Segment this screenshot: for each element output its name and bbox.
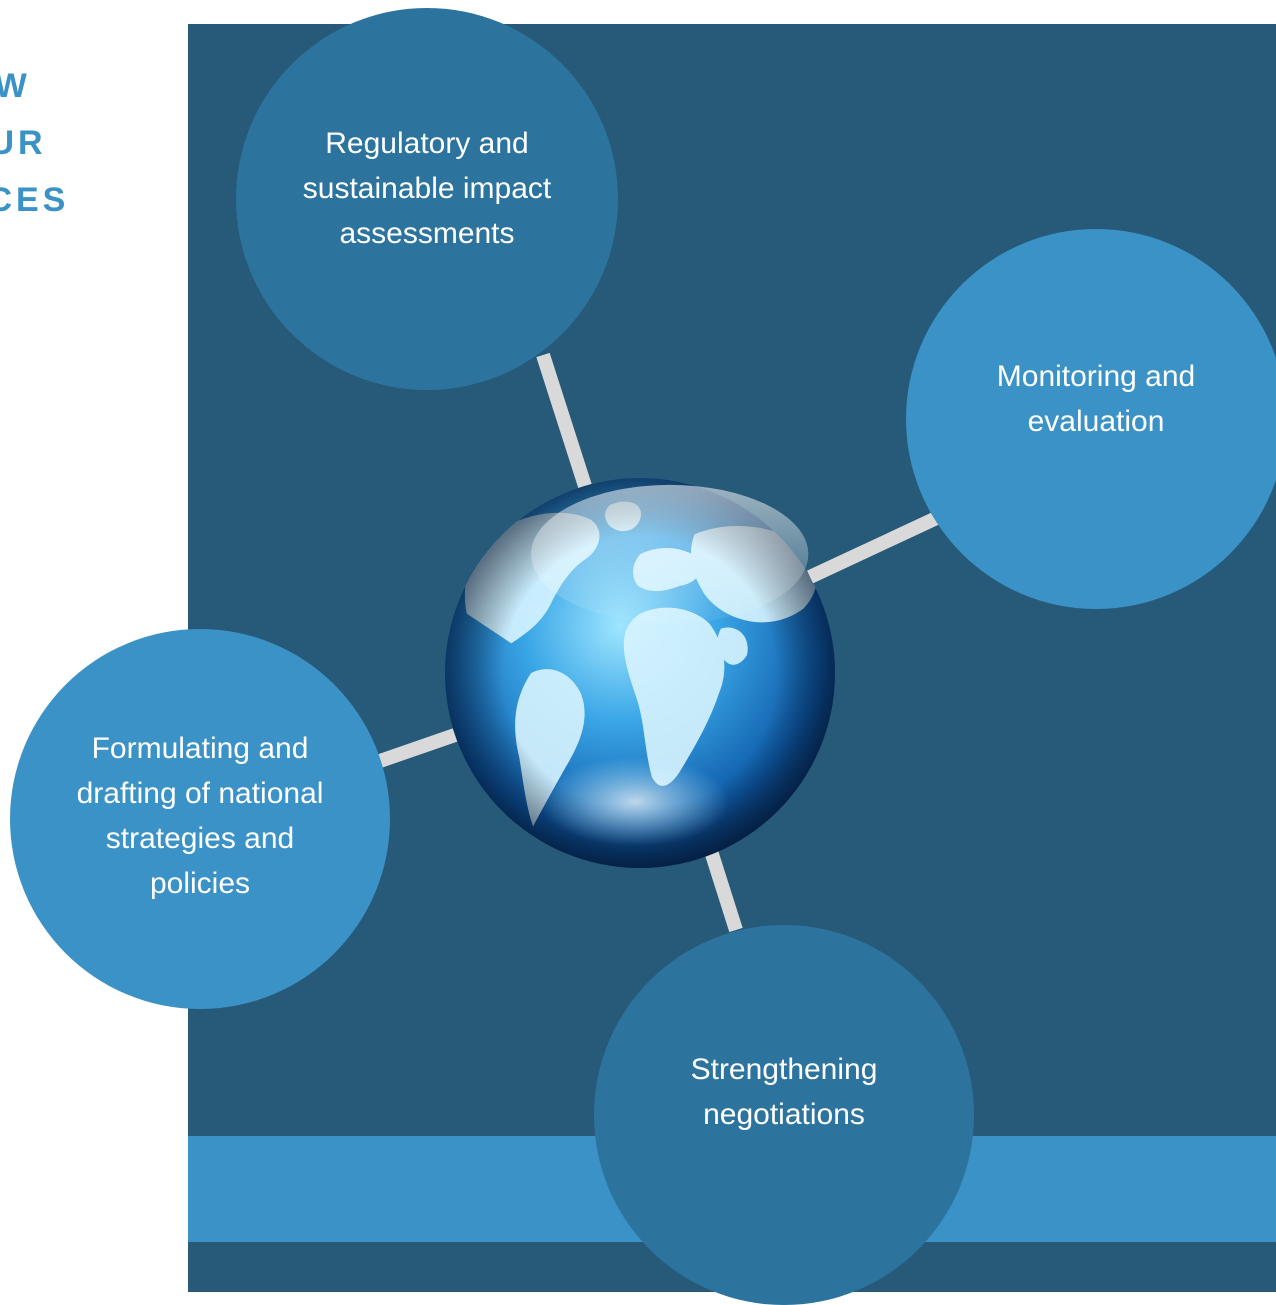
- globe-icon: [444, 477, 836, 869]
- node-label: Strengthening negotiations: [690, 1052, 878, 1131]
- section-heading: VIEW OUR ICES: [0, 58, 180, 229]
- connector-right: [807, 507, 948, 584]
- connector-top: [536, 352, 592, 489]
- heading-line-3: ICES: [0, 181, 70, 219]
- service-node-negotiations: Strengthening negotiations: [594, 925, 974, 1305]
- node-label: Regulatory and sustainable impact assess…: [302, 126, 552, 250]
- heading-line-2: OUR: [0, 124, 47, 162]
- node-label: Monitoring and evaluation: [996, 360, 1196, 438]
- service-node-strategies: Formulating and drafting of national str…: [10, 629, 390, 1009]
- heading-line-1: VIEW: [0, 67, 31, 105]
- connector-left: [377, 728, 458, 768]
- connector-bottom: [703, 845, 743, 933]
- node-label: Formulating and drafting of national str…: [76, 732, 324, 900]
- service-node-monitoring: Monitoring and evaluation: [906, 229, 1276, 609]
- service-node-impact-assessments: Regulatory and sustainable impact assess…: [236, 8, 618, 390]
